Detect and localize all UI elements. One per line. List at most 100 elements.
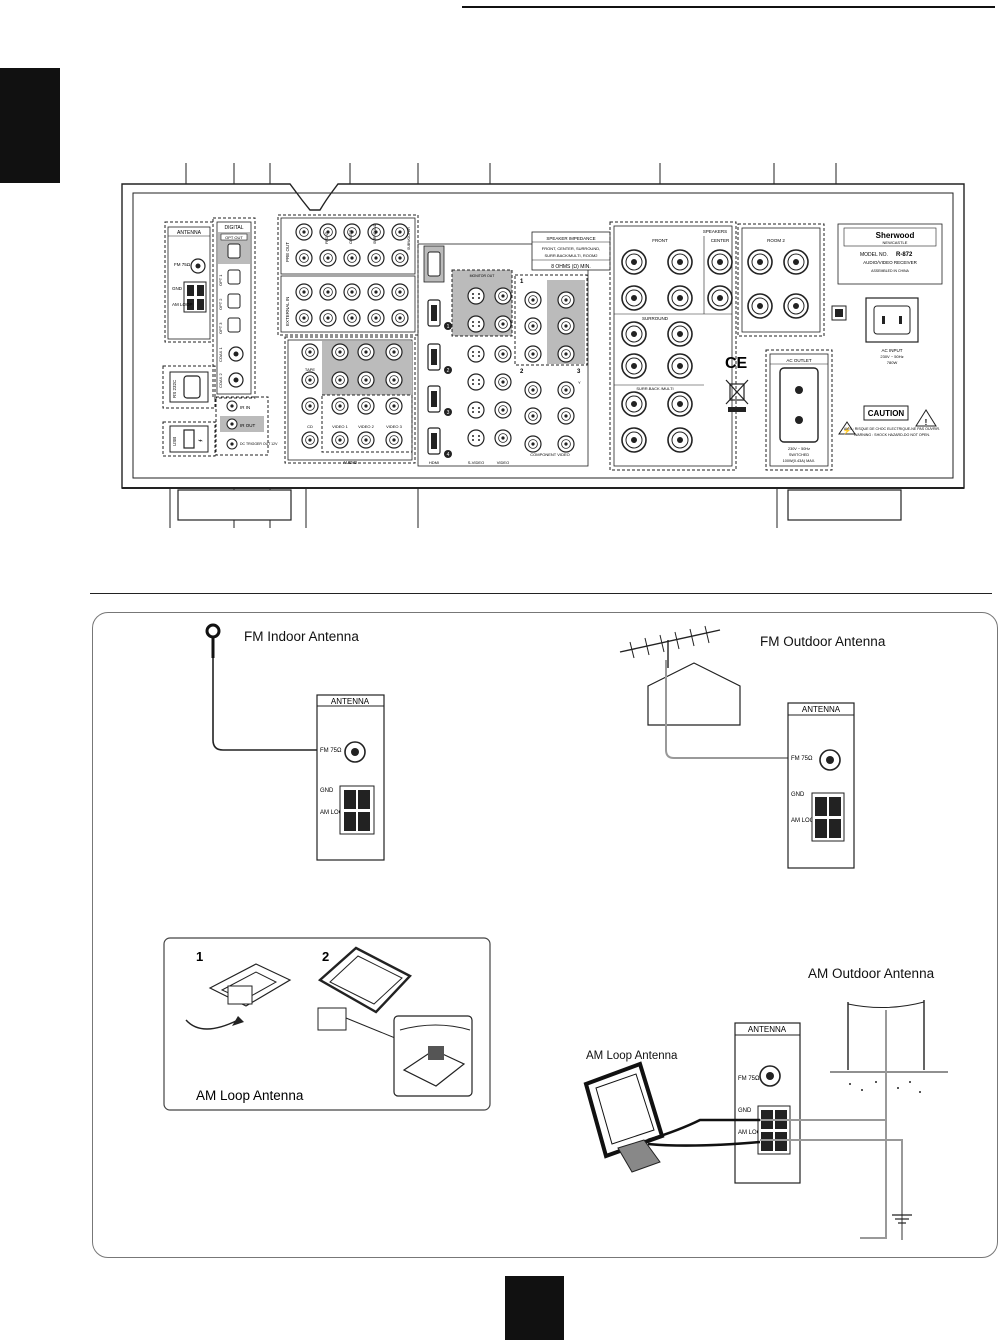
preout-jacks — [295, 223, 409, 327]
svg-text:FRONT: FRONT — [325, 231, 329, 244]
svg-text:R-872: R-872 — [896, 252, 913, 258]
svg-text:S-VIDEO: S-VIDEO — [468, 460, 484, 465]
svg-text:CD: CD — [307, 424, 313, 429]
svg-text:DIGITAL: DIGITAL — [224, 225, 243, 231]
svg-text:NEWCASTLE: NEWCASTLE — [883, 240, 908, 245]
antenna-connection-panel — [92, 612, 998, 1258]
svg-text:FRONT: FRONT — [652, 238, 668, 243]
antenna-terminal-box-right: ANTENNA FM 75Ω GND AM LOOP — [787, 702, 855, 869]
ir-block — [215, 396, 269, 456]
component-jacks — [524, 291, 575, 453]
speakers-block — [609, 221, 737, 471]
page-number-box — [505, 1276, 564, 1340]
svg-text:PRE OUT: PRE OUT — [285, 242, 290, 262]
svg-text:VIDEO: VIDEO — [497, 460, 509, 465]
svg-text:SPEAKERS: SPEAKERS — [703, 229, 727, 234]
svg-text:OPT 1: OPT 1 — [218, 274, 223, 286]
svg-text:TAPE: TAPE — [305, 367, 315, 372]
svg-text:COAX 2: COAX 2 — [218, 373, 223, 388]
svg-text:AM LOOP: AM LOOP — [791, 818, 818, 824]
usb-icon: ⌁ — [198, 436, 203, 445]
svg-text:FM 75Ω: FM 75Ω — [791, 756, 813, 762]
hdmi-number: 1 — [447, 324, 450, 330]
svg-text:FM 75Ω: FM 75Ω — [738, 1076, 760, 1082]
video-block — [417, 243, 589, 467]
svg-text:ANTENNA: ANTENNA — [331, 697, 370, 706]
svg-text:OPT 3: OPT 3 — [218, 322, 223, 334]
svg-text:CENTER: CENTER — [349, 229, 353, 244]
svg-text:SUBWOOFER: SUBWOOFER — [407, 227, 411, 250]
audio-jacks — [301, 343, 403, 449]
svg-text:AUDIO: AUDIO — [343, 460, 358, 465]
svg-text:WARNING : SHOCK HAZARD-DO NOT: WARNING : SHOCK HAZARD-DO NOT OPEN. — [854, 433, 930, 437]
svg-text:ASSEMBLED IN CHINA: ASSEMBLED IN CHINA — [871, 269, 909, 273]
room2-block — [737, 223, 825, 337]
svg-text:CAUTION: CAUTION — [868, 409, 905, 418]
svg-text:ANTENNA: ANTENNA — [802, 705, 841, 714]
svg-text:SPEAKER IMPEDANCE: SPEAKER IMPEDANCE — [546, 236, 595, 241]
svg-text:AUDIO/VIDEO RECEIVER: AUDIO/VIDEO RECEIVER — [863, 260, 918, 265]
fm-indoor-antenna — [205, 623, 346, 751]
svg-text:AC OUTLET: AC OUTLET — [786, 358, 812, 363]
svg-text:GND: GND — [791, 792, 805, 798]
svg-text:FRONT, CENTER, SURROUND,: FRONT, CENTER, SURROUND, — [542, 246, 600, 251]
svg-text:100W(0.43A) MAX.: 100W(0.43A) MAX. — [783, 459, 816, 463]
antenna-connection-diagram: ANTENNA FM 75Ω GND AM LOOP ANTENNA FM 75… — [163, 623, 948, 1240]
svg-text:USB: USB — [172, 437, 177, 446]
svg-text:CENTER: CENTER — [711, 238, 730, 243]
svg-text:SURROUND: SURROUND — [373, 223, 377, 244]
antenna-terminal-box-left: ANTENNA FM 75Ω GND AM LOOP — [316, 694, 385, 861]
svg-text:AM Loop Antenna: AM Loop Antenna — [196, 1088, 304, 1103]
svg-text:SURR.BACK/MULTI, ROOM2: SURR.BACK/MULTI, ROOM2 — [544, 253, 598, 258]
caution-block: ⚡ CAUTION ! AVIS : RISQUE DE CHOC ELECTR… — [838, 405, 940, 437]
am-loop-assembly-box: 1 2 — [163, 937, 491, 1111]
rs232c-block — [162, 365, 216, 409]
svg-text:EXTERNAL IN: EXTERNAL IN — [285, 297, 290, 326]
svideo-jack — [467, 401, 485, 419]
svideo-jack — [467, 373, 485, 391]
svg-text:Y: Y — [578, 380, 581, 385]
svg-text:2: 2 — [322, 949, 329, 964]
section-rule — [90, 593, 992, 594]
svg-text:IR OUT: IR OUT — [240, 423, 256, 428]
svg-text:SWITCHED: SWITCHED — [789, 453, 810, 457]
rear-panel-diagram: ANTENNA FM 75Ω GND AM LOOP RS 232C USB ⌁… — [121, 163, 965, 528]
am-outdoor-antenna — [830, 1000, 948, 1240]
svg-text:GND: GND — [172, 286, 183, 291]
svideo-jack — [467, 345, 485, 363]
digital-block — [212, 217, 256, 399]
top-rule — [462, 6, 995, 8]
svg-text:FM 75Ω: FM 75Ω — [320, 748, 342, 754]
svg-text:MODEL NO.: MODEL NO. — [860, 252, 888, 258]
hdmi-number: 2 — [447, 368, 450, 374]
am-outdoor-antenna-label: AM Outdoor Antenna — [808, 966, 935, 981]
svg-text:AM LOOP: AM LOOP — [172, 302, 193, 307]
svg-text:OPT OUT: OPT OUT — [225, 235, 243, 240]
ground-dots — [849, 1081, 921, 1093]
svideo-jacks — [467, 287, 512, 447]
svg-text:CE: CE — [725, 355, 748, 372]
svideo-jack — [467, 315, 485, 333]
svg-text:1: 1 — [520, 279, 524, 285]
svg-text:230V ~ 50Hz: 230V ~ 50Hz — [880, 354, 903, 359]
antenna-terminal-box-bottom: ANTENNA FM 75Ω GND AM LOOP — [734, 1022, 801, 1184]
audio-block — [284, 336, 416, 464]
svg-text:230V ~ 50Hz: 230V ~ 50Hz — [788, 447, 810, 451]
svg-text:ANTENNA: ANTENNA — [748, 1025, 787, 1034]
svg-text:ROOM 2: ROOM 2 — [767, 238, 785, 243]
svg-text:1: 1 — [196, 949, 203, 964]
section-tab — [0, 68, 60, 183]
hdmi-number: 4 — [447, 452, 450, 458]
fm-indoor-antenna-label: FM Indoor Antenna — [244, 629, 359, 644]
svg-text:⚡: ⚡ — [843, 426, 852, 435]
svg-text:FM 75Ω: FM 75Ω — [174, 262, 191, 267]
svg-text:OPT 2: OPT 2 — [218, 298, 223, 310]
svg-text:GND: GND — [738, 1108, 752, 1114]
room2-posts — [747, 249, 809, 319]
svg-text:VIDEO 3: VIDEO 3 — [386, 424, 403, 429]
ac-outlet-block — [765, 349, 833, 471]
svg-text:COAX 1: COAX 1 — [218, 347, 223, 362]
impedance-label — [531, 231, 611, 271]
svg-text:8 OHMS (Ω) MIN.: 8 OHMS (Ω) MIN. — [551, 264, 591, 270]
